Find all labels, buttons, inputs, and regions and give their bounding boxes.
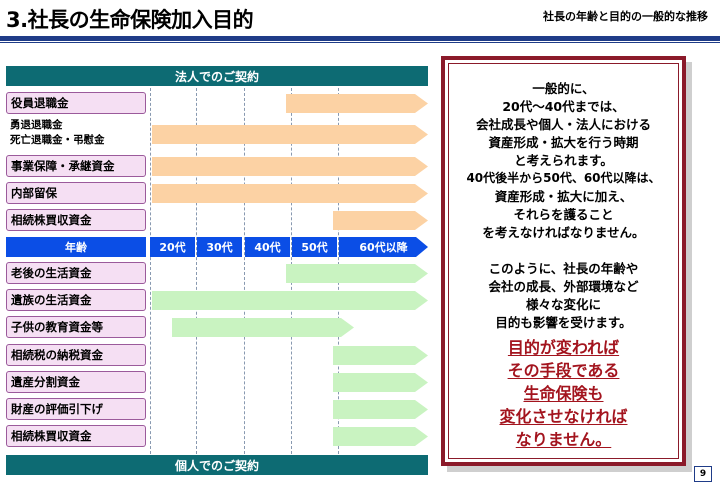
age-50s: 50代	[292, 237, 337, 257]
panel-line: 会社成長や個人・法人における	[475, 117, 651, 132]
panel-line: 40代後半から50代、60代以降は、	[466, 171, 661, 185]
label-retirement-line2: 死亡退職金・弔慰金	[10, 134, 105, 146]
arrow-personal-share-purchase	[333, 427, 428, 446]
grid-line-30s	[196, 88, 197, 454]
panel-line: このように、社長の年齢や	[488, 261, 639, 276]
arrow-death-retirement	[152, 125, 428, 144]
panel-emphasis-text: その手段である	[507, 361, 620, 380]
age-header: 年齢	[6, 237, 146, 257]
arrow-education	[172, 318, 354, 337]
panel-line: を考えなければなりません。	[482, 225, 645, 240]
explanation-panel: 一般的に、 20代～40代までは、 会社成長や個人・法人における 資産形成・拡大…	[441, 56, 686, 466]
panel-line: 資産形成・拡大を行う時期	[488, 135, 639, 150]
age-30s: 30代	[197, 237, 242, 257]
label-retirement-living: 老後の生活資金	[6, 262, 146, 284]
panel-emphasis-text: なりません。	[515, 430, 612, 449]
page-title: 3.社長の生命保険加入目的	[6, 8, 254, 32]
label-education: 子供の教育資金等	[6, 316, 146, 338]
panel-emphasis-line: 生命保険も	[449, 382, 678, 405]
panel-emphasis-text: 変化させなければ	[499, 407, 628, 426]
panel-line: 資産形成・拡大に加え、	[494, 189, 633, 204]
age-20s: 20代	[150, 237, 195, 257]
label-internal-reserve: 内部留保	[6, 182, 146, 204]
page-number: 9	[694, 466, 712, 482]
explanation-panel-inner: 一般的に、 20代～40代までは、 会社成長や個人・法人における 資産形成・拡大…	[448, 63, 679, 459]
label-inheritance-tax: 相続税の納税資金	[6, 344, 146, 366]
grid-line-40s	[244, 88, 245, 454]
label-officer-retirement: 役員退職金	[6, 92, 146, 114]
page-subtitle: 社長の年齢と目的の一般的な推移	[543, 10, 708, 23]
panel-emphasis-line: その手段である	[449, 359, 678, 382]
corporate-band: 法人でのご契約	[6, 66, 428, 86]
arrow-survivor-living	[152, 291, 428, 310]
panel-line: 会社の成長、外部環境など	[488, 279, 639, 294]
label-valuation-reduction: 財産の評価引下げ	[6, 398, 146, 420]
panel-line: 一般的に、	[532, 81, 595, 96]
label-business-security: 事業保障・承継資金	[6, 155, 146, 177]
panel-line: 目的も影響を受けます。	[495, 315, 632, 330]
age-60s-plus: 60代以降	[339, 237, 428, 257]
label-survivor-living: 遺族の生活資金	[6, 289, 146, 311]
title-rule-thin	[0, 42, 720, 43]
age-40s: 40代	[245, 237, 290, 257]
panel-line: と考えられます。	[514, 153, 613, 168]
label-estate-division: 遺産分割資金	[6, 371, 146, 393]
panel-emphasis-text: 生命保険も	[523, 384, 604, 403]
arrow-officer-retirement	[286, 94, 428, 113]
panel-line: 20代～40代までは、	[502, 99, 625, 114]
grid-line-20s	[150, 88, 151, 454]
label-personal-share-purchase: 相続株買収資金	[6, 425, 146, 447]
arrow-retirement-living	[286, 264, 428, 283]
panel-emphasis-line: 変化させなければ	[449, 405, 678, 428]
arrow-estate-division	[333, 373, 428, 392]
title-rule	[0, 36, 720, 41]
panel-emphasis-line: なりません。	[449, 428, 678, 451]
arrow-business-security	[152, 157, 428, 176]
panel-emphasis-line: 目的が変われば	[449, 336, 678, 359]
panel-line: それらを護ること	[513, 207, 614, 222]
arrow-inheritance-tax	[333, 346, 428, 365]
arrow-internal-reserve	[152, 184, 428, 203]
label-corp-share-purchase: 相続株買収資金	[6, 209, 146, 231]
panel-emphasis-text: 目的が変われば	[507, 338, 620, 357]
personal-band: 個人でのご契約	[6, 455, 428, 475]
label-retirement-line1: 勇退退職金	[10, 119, 63, 131]
panel-line: 様々な変化に	[525, 297, 601, 312]
arrow-valuation-reduction	[333, 400, 428, 419]
arrow-corp-share-purchase	[333, 211, 428, 230]
